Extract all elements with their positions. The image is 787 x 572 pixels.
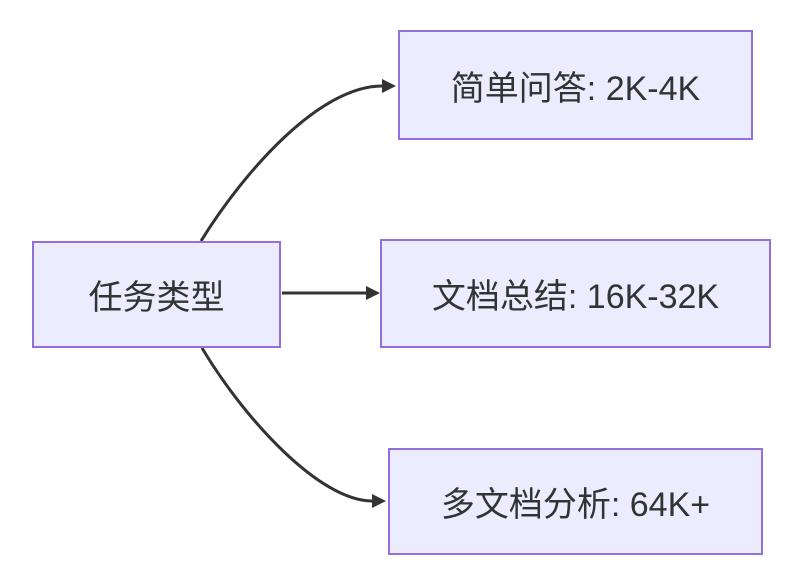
node-simple-qa: 简单问答: 2K-4K [398,30,753,140]
node-multidoc-analysis-label: 多文档分析: 64K+ [440,486,711,524]
node-doc-summary-label: 文档总结: 16K-32K [431,278,720,316]
node-task-type-label: 任务类型 [88,279,225,317]
edge-arrow-top [199,79,396,242]
edge-arrow-bottom [200,347,386,508]
node-task-type: 任务类型 [32,241,281,348]
node-multidoc-analysis: 多文档分析: 64K+ [388,448,763,555]
node-simple-qa-label: 简单问答: 2K-4K [450,69,701,108]
node-doc-summary: 文档总结: 16K-32K [380,239,771,348]
